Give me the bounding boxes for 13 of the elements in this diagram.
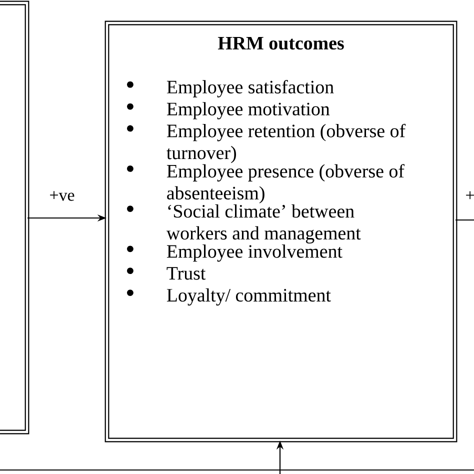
bullet-item: ‘Social climate’ between workers and management bbox=[166, 204, 361, 244]
outcome-box bbox=[104, 20, 458, 442]
heading: HRM outcomes bbox=[218, 37, 344, 50]
bullet-item: Employee presence (obverse of absenteeism) bbox=[166, 164, 404, 204]
bullet-item: Loyalty/ commitment bbox=[166, 288, 331, 306]
outcome-box bbox=[0, 0, 30, 434]
edge-label: + bbox=[466, 191, 474, 200]
bullet-item: Employee motivation bbox=[166, 102, 330, 120]
bullet-item: Trust bbox=[166, 267, 206, 280]
bullet-item: Employee satisfaction bbox=[166, 80, 334, 98]
bullet-item: Employee retention (obverse of turnover) bbox=[166, 124, 406, 164]
edge-label: +ve bbox=[50, 191, 74, 201]
bullet-item: Employee involvement bbox=[166, 244, 342, 262]
